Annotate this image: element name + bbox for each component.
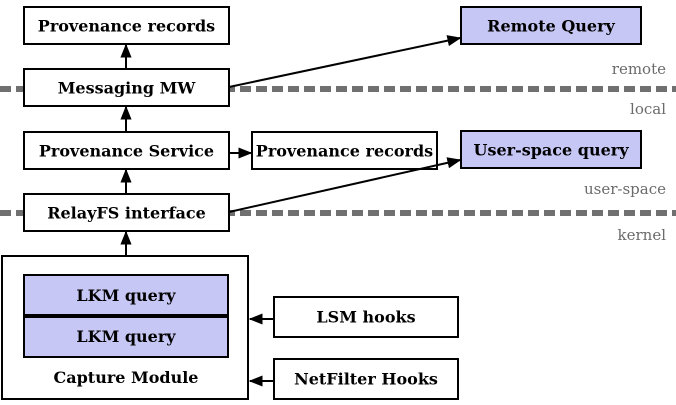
remote-query-node: Remote Query: [460, 6, 642, 45]
layer-label-local: local: [630, 100, 666, 118]
lsm-hooks-node: LSM hooks: [273, 296, 459, 338]
provenance-records-top-label: Provenance records: [38, 17, 215, 36]
userspace-query-label: User-space query: [474, 141, 630, 160]
provenance-records-mid-node: Provenance records: [251, 131, 438, 170]
messaging-mw-node: Messaging MW: [23, 68, 230, 107]
provenance-records-top-node: Provenance records: [23, 6, 230, 45]
provenance-service-node: Provenance Service: [23, 131, 230, 170]
provenance-records-mid-label: Provenance records: [256, 142, 433, 161]
userspace-query-node: User-space query: [460, 130, 642, 169]
netfilter-hooks-node: NetFilter Hooks: [273, 358, 459, 400]
layer-label-kernel: kernel: [618, 226, 667, 244]
relayfs-interface-label: RelayFS interface: [47, 204, 206, 223]
edge-relayfs-to-userspace-query: [228, 157, 462, 213]
relayfs-interface-node: RelayFS interface: [23, 193, 230, 232]
layer-label-user-space: user-space: [584, 180, 666, 198]
lkm-query-label-2: LKM query: [76, 327, 176, 346]
messaging-mw-label: Messaging MW: [58, 79, 197, 98]
remote-query-label: Remote Query: [487, 17, 615, 36]
capture-module-container: LKM query LKM query Capture Module: [1, 255, 249, 400]
lkm-query-label-1: LKM query: [76, 286, 176, 305]
provenance-service-label: Provenance Service: [39, 142, 214, 161]
edge-messaging-to-remote-query: [228, 35, 462, 88]
capture-module-label: Capture Module: [54, 368, 199, 387]
netfilter-hooks-label: NetFilter Hooks: [294, 370, 438, 389]
layer-label-remote: remote: [612, 60, 666, 78]
lsm-hooks-label: LSM hooks: [316, 308, 415, 327]
